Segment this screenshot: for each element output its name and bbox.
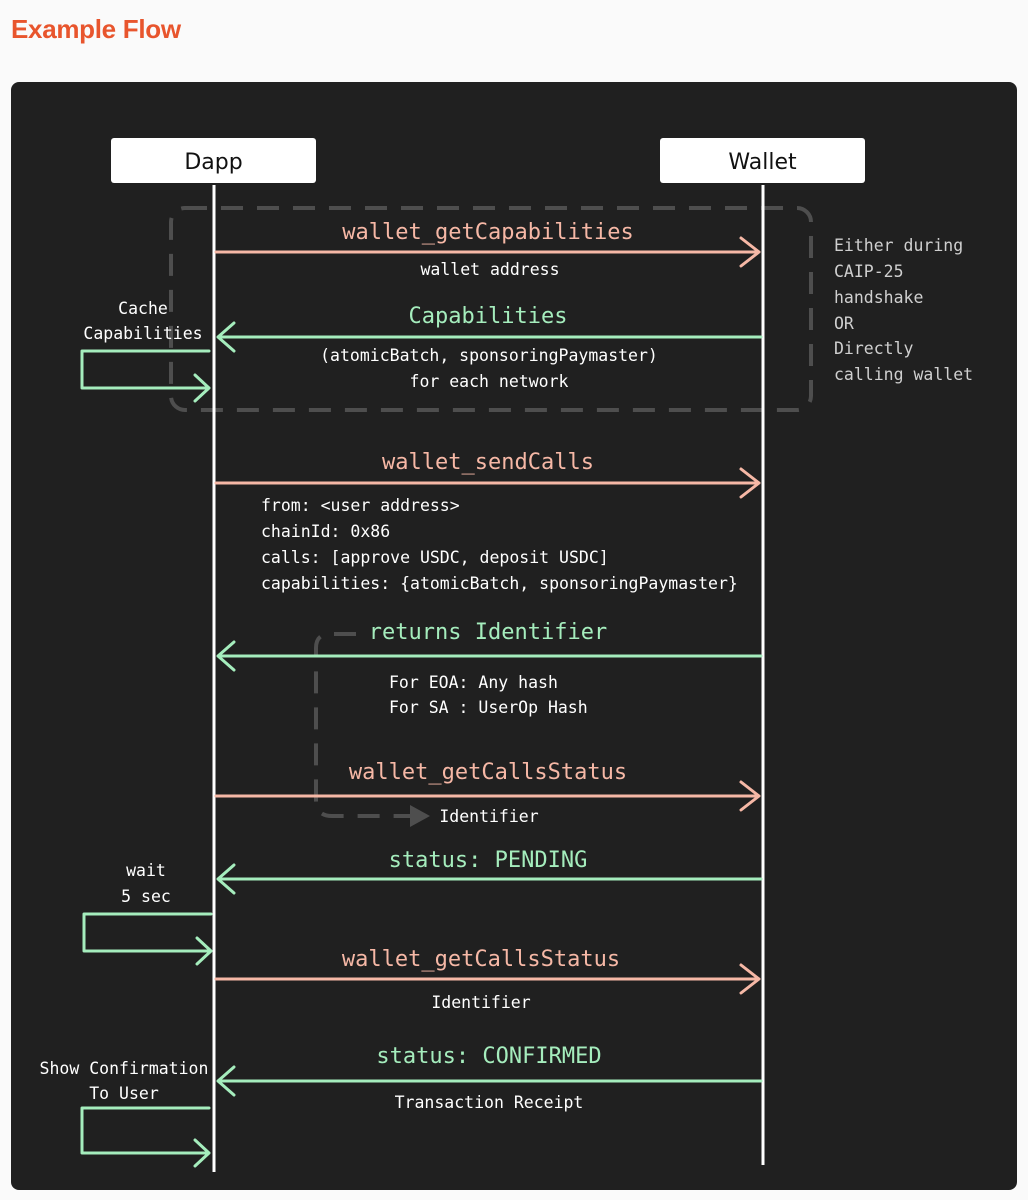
- capabilities-side-note: Either during CAIP-25 handshake OR Direc…: [834, 236, 973, 384]
- message-label: wallet_sendCalls: [382, 450, 594, 475]
- self-note-line: To User: [89, 1084, 159, 1103]
- message-label: wallet_getCallsStatus: [349, 760, 627, 785]
- request-arrow: [214, 236, 761, 268]
- message-label: wallet_getCapabilities: [342, 220, 633, 245]
- self-note-line: Cache: [118, 299, 168, 318]
- message-capabilities-response: Capabilities (atomicBatch, sponsoringPay…: [216, 304, 763, 391]
- message-status-pending: status: PENDING: [216, 848, 763, 895]
- poll-loop-arrowhead: [410, 805, 430, 827]
- message-detail: from: <user address>: [261, 496, 460, 515]
- self-note-wait: wait 5 sec: [82, 861, 213, 966]
- self-loop-arrow: [80, 349, 211, 403]
- message-detail: wallet address: [420, 260, 559, 279]
- poll-loop-connector: [314, 632, 412, 818]
- self-note-line: 5 sec: [121, 887, 171, 906]
- self-note-line: Capabilities: [83, 324, 202, 343]
- message-detail: Identifier: [439, 807, 538, 826]
- message-detail: Identifier: [431, 993, 530, 1012]
- message-get-calls-status-1: wallet_getCallsStatus Identifier: [214, 760, 761, 826]
- request-arrow: [214, 963, 761, 995]
- message-detail: calls: [approve USDC, deposit USDC]: [261, 548, 609, 567]
- message-get-calls-status-2: wallet_getCallsStatus Identifier: [214, 947, 761, 1012]
- self-note-line: wait: [126, 861, 166, 880]
- message-label: wallet_getCallsStatus: [342, 947, 620, 972]
- message-label: status: CONFIRMED: [376, 1044, 601, 1069]
- message-detail: Transaction Receipt: [395, 1093, 584, 1112]
- message-detail: (atomicBatch, sponsoringPaymaster): [320, 346, 658, 365]
- wallet-actor: Wallet: [660, 138, 865, 183]
- message-returns-identifier: returns Identifier For EOA: Any hash For…: [216, 620, 763, 717]
- message-label: status: PENDING: [389, 848, 588, 873]
- message-send-calls: wallet_sendCalls from: <user address> ch…: [214, 450, 761, 593]
- diagram-panel: [11, 82, 1017, 1190]
- message-status-confirmed: status: CONFIRMED Transaction Receipt: [216, 1044, 763, 1112]
- message-label: returns Identifier: [369, 620, 607, 645]
- dapp-actor-label: Dapp: [184, 150, 242, 175]
- response-arrow: [216, 863, 763, 895]
- request-arrow: [214, 780, 761, 812]
- response-arrow: [216, 1065, 763, 1097]
- request-arrow: [214, 467, 761, 499]
- side-note-line: calling wallet: [834, 365, 973, 384]
- message-get-capabilities: wallet_getCapabilities wallet address: [214, 220, 761, 279]
- side-note-line: handshake: [834, 288, 923, 307]
- self-loop-arrow: [80, 1106, 211, 1168]
- self-note-confirm: Show Confirmation To User: [40, 1059, 211, 1168]
- message-label: Capabilities: [409, 304, 568, 329]
- capabilities-group-frame: [169, 206, 813, 412]
- side-note-line: OR: [834, 314, 854, 333]
- response-arrow: [216, 640, 763, 672]
- message-detail: chainId: 0x86: [261, 522, 390, 541]
- message-detail: For EOA: Any hash: [389, 673, 558, 692]
- page-title: Example Flow: [11, 14, 181, 44]
- side-note-line: CAIP-25: [834, 262, 904, 281]
- message-detail: capabilities: {atomicBatch, sponsoringPa…: [261, 574, 738, 593]
- side-note-line: Directly: [834, 339, 914, 358]
- wallet-actor-label: Wallet: [728, 150, 797, 175]
- dapp-actor: Dapp: [111, 138, 316, 183]
- self-note-cache: Cache Capabilities: [80, 299, 211, 403]
- response-arrow: [216, 321, 763, 353]
- message-detail: for each network: [410, 372, 569, 391]
- self-loop-arrow: [82, 912, 213, 966]
- self-note-line: Show Confirmation: [40, 1059, 209, 1078]
- message-detail: For SA : UserOp Hash: [389, 698, 588, 717]
- side-note-line: Either during: [834, 236, 963, 255]
